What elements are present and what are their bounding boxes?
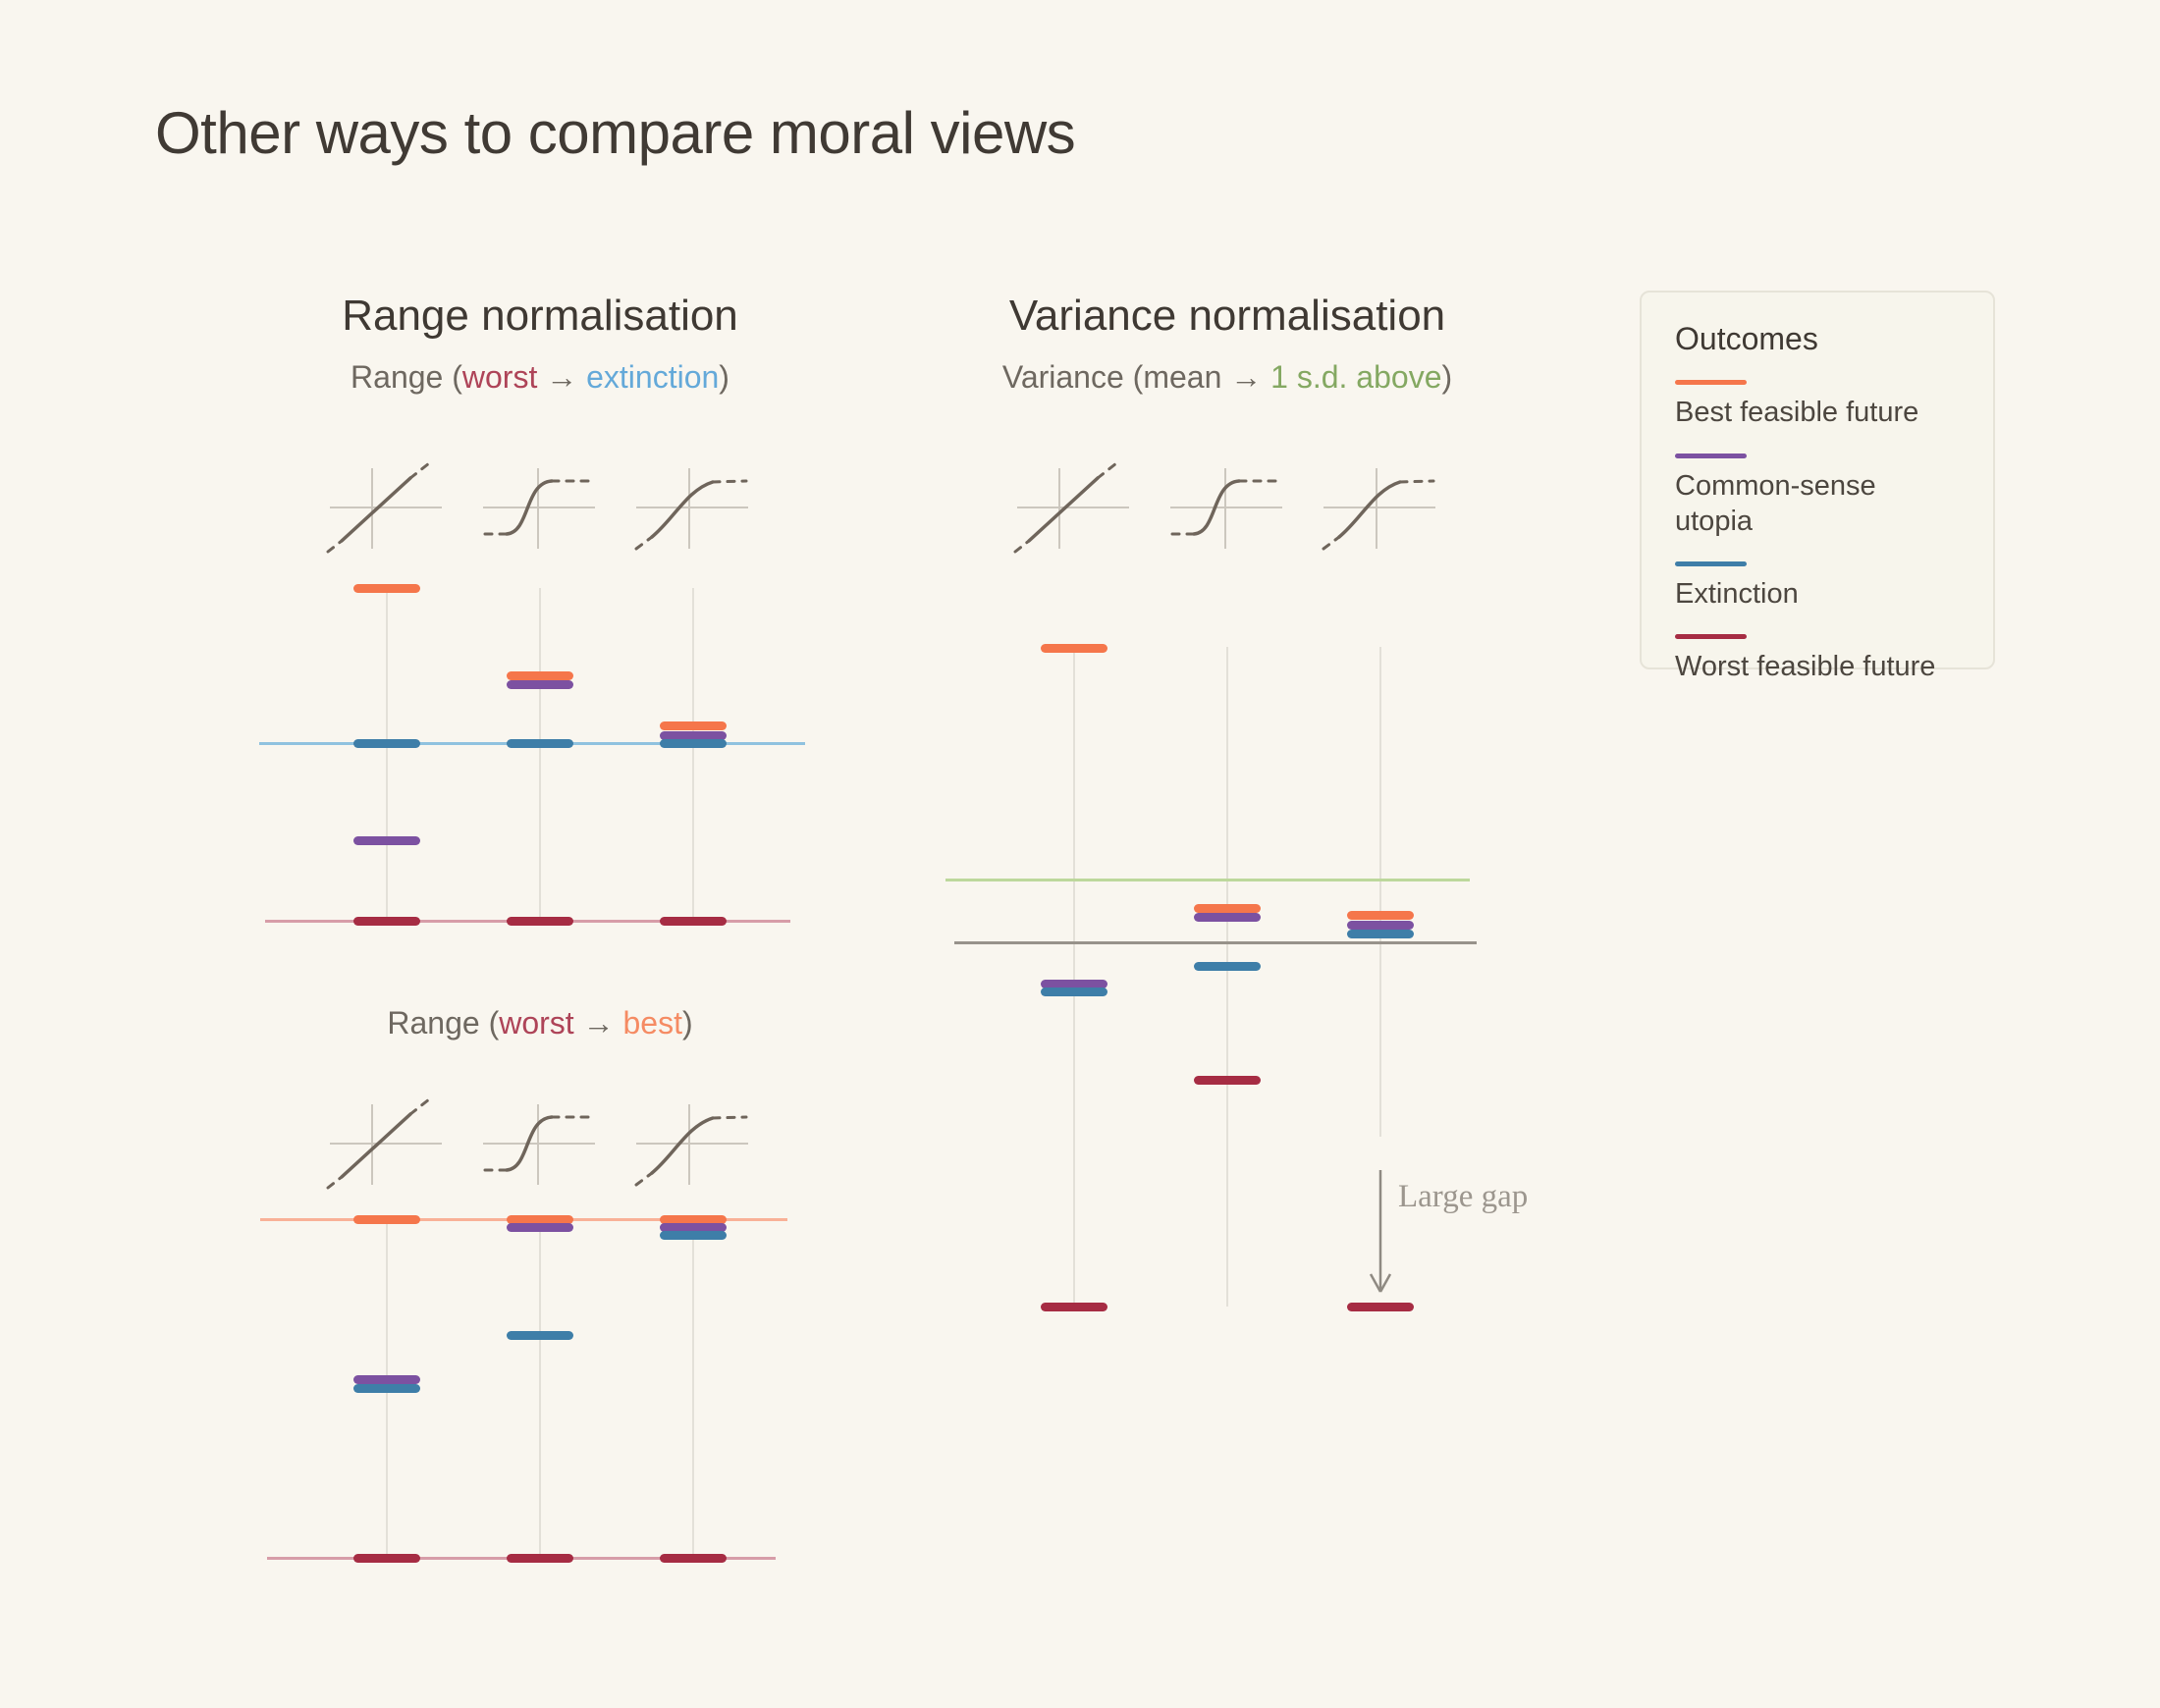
column-gridline — [386, 588, 388, 921]
legend-label-utopia: Common-sense utopia — [1675, 469, 1876, 537]
utopia-outcome-tick — [507, 1222, 573, 1232]
utopia-outcome-tick — [660, 1222, 727, 1232]
column-gridline — [539, 588, 541, 921]
extinction-outcome-tick — [660, 1230, 727, 1240]
utility-curve-icon-linear — [1013, 461, 1129, 554]
page-title: Other ways to compare moral views — [155, 100, 1076, 166]
subtitle-part: extinction — [586, 359, 720, 395]
extinction-outcome-tick — [353, 1383, 420, 1393]
mean-level-line — [954, 940, 1477, 944]
range-normalisation-best-subtitle: Range (worst → best) — [226, 1003, 854, 1044]
one-s-d-above-mean-line — [945, 878, 1470, 881]
utopia-outcome-tick — [507, 679, 573, 689]
subtitle-part: Range ( — [387, 1005, 500, 1041]
subtitle-part: Range ( — [351, 359, 462, 395]
subtitle-part: ) — [1441, 359, 1453, 395]
legend-item-utopia: Common-sense utopia — [1675, 453, 1960, 540]
worst-outcome-tick — [660, 1553, 727, 1563]
extinction-outcome-tick — [1194, 961, 1261, 971]
utility-curve-icon-concave — [634, 468, 748, 551]
column-gridline — [539, 1219, 541, 1558]
legend-title: Outcomes — [1675, 321, 1818, 356]
subtitle-part: best — [622, 1005, 682, 1041]
utopia-swatch-icon — [1675, 453, 1747, 458]
legend-label-worst: Worst feasible future — [1675, 651, 1936, 683]
utopia-outcome-tick — [1194, 912, 1261, 922]
worst-outcome-tick — [507, 1553, 573, 1563]
best-outcome-tick — [507, 670, 573, 680]
best-outcome-tick — [660, 1214, 727, 1224]
extinction-outcome-tick — [353, 738, 420, 748]
legend-item-worst: Worst feasible future — [1675, 634, 1960, 684]
subtitle-part: worst — [461, 359, 538, 395]
utility-curve-icon-sigmoid — [483, 468, 595, 549]
extinction-outcome-tick — [507, 1330, 573, 1340]
extinction-swatch-icon — [1675, 561, 1747, 567]
subtitle-part: ) — [681, 1005, 693, 1041]
subtitle-part: 1 s.d. above — [1270, 359, 1442, 395]
variance-normalisation-subtitle: Variance (mean → 1 s.d. above) — [913, 357, 1541, 399]
best-swatch-icon — [1675, 380, 1747, 386]
worst-swatch-icon — [1675, 634, 1747, 640]
range-normalisation-extinction-subtitle: Range (worst → extinction) — [226, 357, 854, 399]
utopia-outcome-tick — [1041, 979, 1107, 988]
legend-label-best: Best feasible future — [1675, 397, 1919, 429]
range-normalisation-extinction-title: Range normalisation — [342, 292, 738, 340]
column-gridline — [692, 1219, 694, 1558]
subtitle-part: ) — [719, 359, 729, 395]
subtitle-part: Variance (mean — [1001, 359, 1222, 395]
worst-outcome-tick — [1041, 1302, 1107, 1311]
best-outcome-tick — [353, 1214, 420, 1224]
column-gridline — [1073, 647, 1075, 1307]
utility-curve-icon-linear — [326, 1097, 442, 1190]
subtitle-part: → — [1221, 359, 1271, 395]
extinction-outcome-tick — [507, 738, 573, 748]
utility-curve-icon-sigmoid — [483, 1104, 595, 1185]
best-outcome-tick — [1041, 643, 1107, 653]
utility-curve-icon-concave — [634, 1104, 748, 1187]
utopia-outcome-tick — [353, 1374, 420, 1384]
subtitle-part: worst — [499, 1005, 574, 1041]
column-gridline — [692, 588, 694, 921]
worst-outcome-tick — [1347, 1302, 1414, 1311]
worst-outcome-tick — [507, 916, 573, 926]
large-gap-label: Large gap — [1398, 1179, 1529, 1214]
legend-item-extinction: Extinction — [1675, 561, 1960, 612]
utopia-outcome-tick — [353, 835, 420, 845]
subtitle-part: → — [573, 1005, 623, 1041]
best-outcome-tick — [353, 583, 420, 593]
utopia-outcome-tick — [1347, 920, 1414, 930]
worst-outcome-tick — [353, 916, 420, 926]
worst-outcome-tick — [1194, 1075, 1261, 1085]
subtitle-part: → — [537, 359, 587, 395]
legend-label-extinction: Extinction — [1675, 578, 1799, 611]
legend-item-best: Best feasible future — [1675, 380, 1960, 430]
best-outcome-tick — [507, 1214, 573, 1224]
variance-normalisation-title: Variance normalisation — [1008, 292, 1446, 340]
utility-curve-icon-linear — [326, 461, 442, 554]
column-gridline — [1379, 647, 1381, 1137]
utility-curve-icon-sigmoid — [1170, 468, 1282, 549]
worst-outcome-tick — [353, 1553, 420, 1563]
extinction-outcome-tick — [660, 738, 727, 748]
column-gridline — [1226, 647, 1228, 1307]
extinction-outcome-tick — [1347, 929, 1414, 938]
extinction-outcome-tick — [1041, 987, 1107, 996]
best-outcome-tick — [660, 721, 727, 730]
large-gap-arrow-icon — [1369, 1170, 1392, 1293]
best-outcome-tick — [1194, 903, 1261, 913]
utility-curve-icon-concave — [1322, 468, 1435, 551]
utopia-outcome-tick — [660, 730, 727, 740]
worst-outcome-tick — [660, 916, 727, 926]
best-outcome-tick — [1347, 910, 1414, 920]
